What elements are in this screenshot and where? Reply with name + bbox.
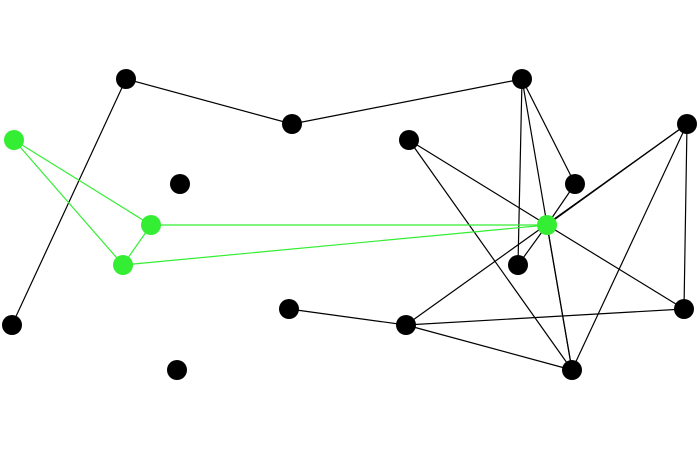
edge-n3-n12 <box>517 78 523 266</box>
node-n17 <box>562 360 582 380</box>
highlighted-node-n5 <box>4 130 24 150</box>
edge-n10-n13 <box>408 139 548 226</box>
edge-n14-n15 <box>288 308 407 326</box>
edge-n1-n2 <box>125 78 293 125</box>
highlighted-node-n6 <box>141 215 161 235</box>
edge-n13-n17 <box>546 224 573 371</box>
node-n15 <box>279 299 299 319</box>
node-n9 <box>170 174 190 194</box>
edge-n10-n17 <box>408 139 573 371</box>
node-n16 <box>674 299 694 319</box>
edge-n4-n16 <box>683 123 688 310</box>
highlighted-node-n13 <box>537 215 557 235</box>
edge-n14-n17 <box>405 324 573 371</box>
node-n14 <box>396 315 416 335</box>
edge-n2-n3 <box>291 78 523 125</box>
node-n18 <box>167 360 187 380</box>
node-n3 <box>512 69 532 89</box>
edge-n3-n11 <box>521 78 576 185</box>
node-n1 <box>116 69 136 89</box>
node-n4 <box>677 114 697 134</box>
node-n10 <box>399 130 419 150</box>
node-n8 <box>2 315 22 335</box>
highlighted-edge-n7-n13 <box>122 224 548 266</box>
edge-n1-n8 <box>11 78 127 326</box>
edge-n13-n16 <box>546 224 685 310</box>
nodes-layer <box>2 69 697 380</box>
highlighted-edge-n5-n6 <box>13 139 152 226</box>
node-n12 <box>508 255 528 275</box>
node-n2 <box>282 114 302 134</box>
highlighted-node-n7 <box>113 255 133 275</box>
edge-n14-n16 <box>405 308 685 326</box>
node-n11 <box>565 174 585 194</box>
edge-n4-n17 <box>571 123 688 371</box>
highlighted-edge-n5-n7 <box>13 139 124 266</box>
